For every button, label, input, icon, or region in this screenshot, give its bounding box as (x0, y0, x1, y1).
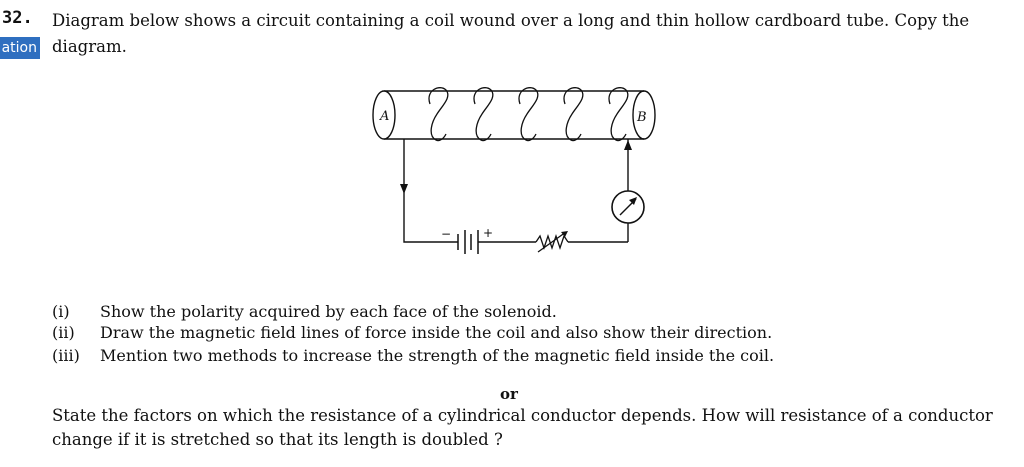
sub-question-number: (iii) (52, 346, 80, 365)
battery-negative-sign: − (441, 227, 451, 241)
intro-line-2: diagram. (52, 37, 127, 56)
sub-question-text: Mention two methods to increase the stre… (100, 346, 775, 365)
sub-question-text: Show the polarity acquired by each face … (100, 302, 557, 321)
question-number: 32. (2, 8, 33, 28)
solenoid-coil (428, 87, 629, 142)
circuit-wires (403, 139, 629, 243)
sub-question-3: (iii) Mention two methods to increase the… (52, 345, 972, 367)
section-tag: ation (0, 37, 40, 59)
alternative-line-1: State the factors on which the resistanc… (52, 406, 993, 425)
battery-symbol (454, 230, 482, 254)
cardboard-tube (372, 90, 656, 140)
or-separator: or (500, 385, 518, 403)
alternative-question: State the factors on which the resistanc… (52, 404, 993, 452)
sub-question-number: (ii) (52, 323, 75, 342)
current-arrow-up (624, 140, 632, 150)
battery-positive-sign: + (483, 226, 493, 240)
face-a-label: A (379, 109, 389, 124)
ammeter-symbol (611, 190, 645, 224)
sub-question-number: (i) (52, 302, 70, 321)
face-b-label: B (636, 110, 647, 125)
rheostat-symbol (535, 231, 569, 253)
sub-question-2: (ii) Draw the magnetic field lines of for… (52, 322, 972, 344)
current-arrow-down (400, 184, 408, 194)
intro-line-1: Diagram below shows a circuit containing… (52, 11, 970, 30)
alternative-line-2: change if it is stretched so that its le… (52, 430, 503, 449)
sub-question-text: Draw the magnetic field lines of force i… (100, 323, 773, 342)
sub-question-1: (i) Show the polarity acquired by each fa… (52, 301, 972, 323)
question-intro: Diagram below shows a circuit containing… (52, 8, 992, 60)
